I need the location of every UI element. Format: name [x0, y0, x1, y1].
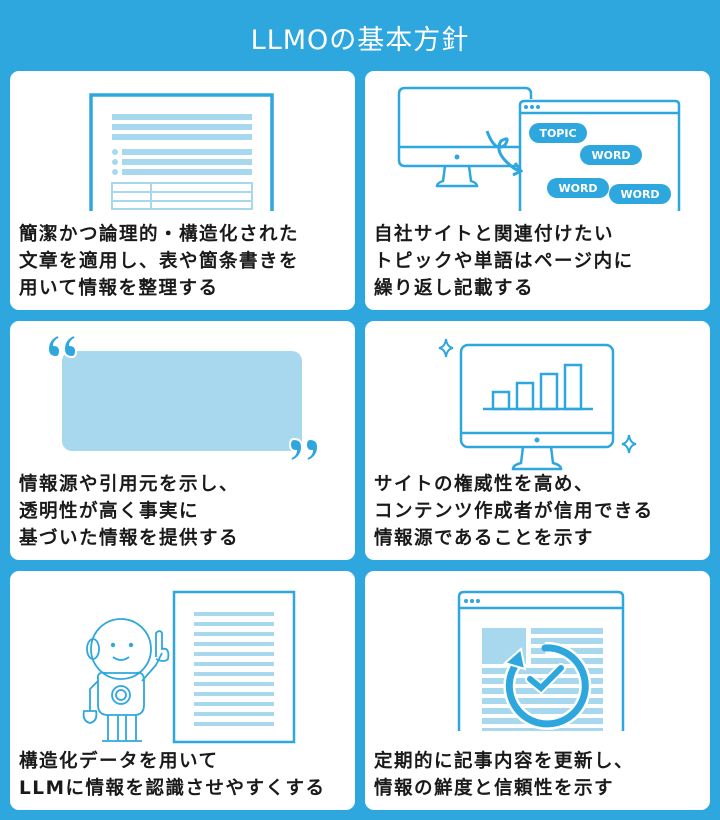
card-description: 自社サイトと関連付けたいトピックや単語はページ内に繰り返し記載する: [374, 224, 634, 299]
page-title: LLMOの基本方針: [250, 25, 470, 56]
tag-word: WORD: [591, 149, 630, 162]
tag-topic: TOPIC: [539, 127, 576, 140]
robot-with-document-icon: [82, 590, 296, 744]
monitor-keyword-window-icon: TOPIC WORD WORD WORD: [397, 86, 681, 211]
structured-document-icon: [89, 93, 274, 211]
browser-refresh-clock-icon: [457, 590, 625, 731]
card-source-citation: 情報源や引用元を示し、透明性が高く事実に基づいた情報を提供する: [10, 321, 355, 560]
quotation-box-icon: [46, 333, 320, 463]
card-regular-updates: 定期的に記事内容を更新し、情報の鮮度と信頼性を示す: [365, 571, 710, 810]
card-description: 情報源や引用元を示し、透明性が高く事実に基づいた情報を提供する: [19, 474, 240, 549]
card-description: サイトの権威性を高め、コンテンツ作成者が信用できる情報源であることを示す: [374, 474, 654, 549]
monitor-bar-chart-icon: [438, 338, 637, 471]
card-description: 定期的に記事内容を更新し、情報の鮮度と信頼性を示す: [374, 751, 635, 799]
card-description: 簡潔かつ論理的・構造化された文章を適用し、表や箇条書きを用いて情報を整理する: [19, 224, 300, 299]
tag-word: WORD: [620, 188, 659, 201]
card-keyword-repetition: TOPIC WORD WORD WORD 自社サイトと関連付けたいトピックや単語…: [365, 71, 710, 310]
tag-word: WORD: [558, 182, 597, 195]
card-structured-writing: 簡潔かつ論理的・構造化された文章を適用し、表や箇条書きを用いて情報を整理する: [10, 71, 355, 310]
card-authority: サイトの権威性を高め、コンテンツ作成者が信用できる情報源であることを示す: [365, 321, 710, 560]
